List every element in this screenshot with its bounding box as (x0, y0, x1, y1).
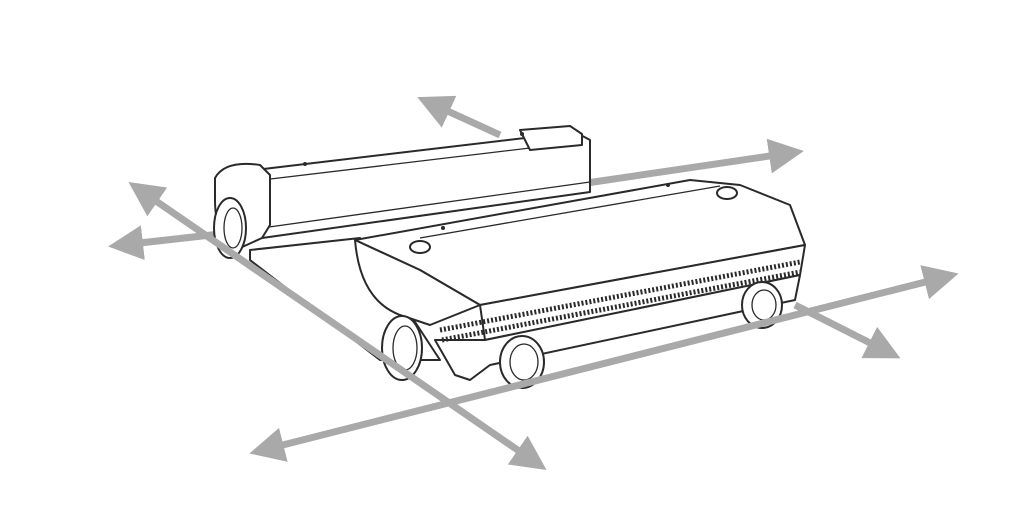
arrow-up-left (417, 95, 502, 139)
front-arrows (128, 182, 959, 470)
arrow-longitudinal-axis (249, 265, 959, 462)
arrow-down-right (793, 301, 901, 359)
arrow-right (579, 138, 804, 188)
